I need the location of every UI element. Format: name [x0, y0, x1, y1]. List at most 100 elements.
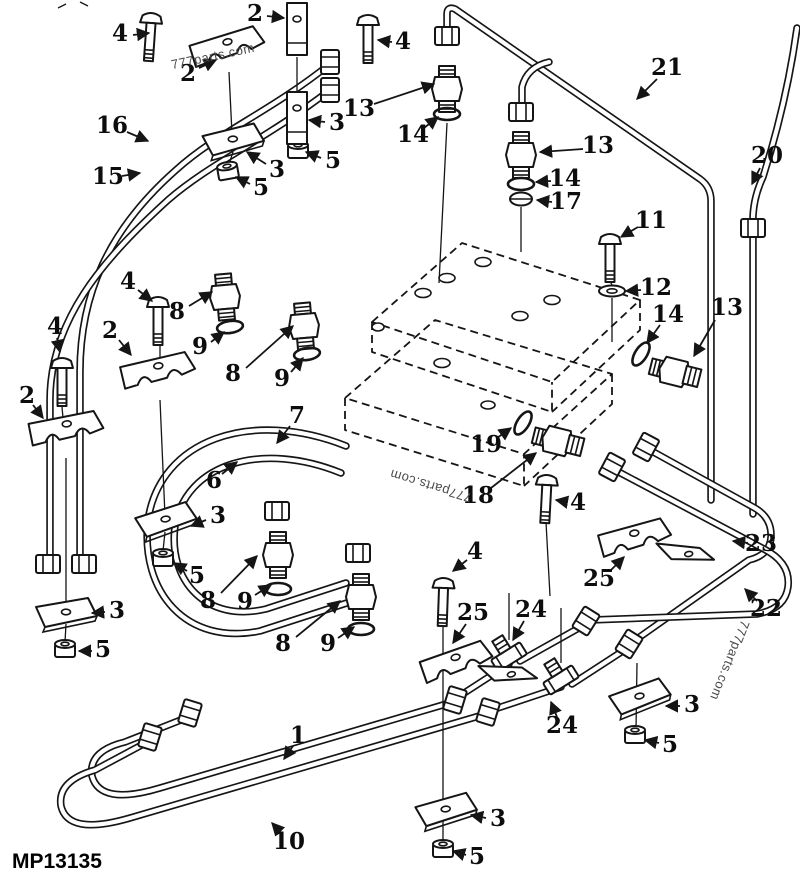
o-ring: [627, 338, 655, 370]
leader-line-5: [451, 848, 467, 862]
callout-19-31: 19: [470, 431, 502, 458]
callout-4-21: 4: [120, 268, 136, 295]
callout-7-29: 7: [289, 402, 305, 429]
tube-nut: [176, 697, 204, 729]
leader-line-5: [172, 562, 188, 576]
leader-line-5: [234, 176, 251, 189]
tube-clamp: [26, 409, 106, 447]
leader-line-14: [534, 174, 552, 188]
leader-line-13: [693, 319, 716, 358]
leader-line-24: [549, 700, 562, 718]
leader-line-2: [198, 59, 218, 72]
tube-nut: [320, 49, 340, 75]
callout-5-52: 5: [469, 843, 485, 870]
bolt: [532, 473, 560, 525]
leader-line-13: [373, 81, 436, 105]
callout-4-34: 4: [467, 538, 483, 565]
callout-9-26: 9: [192, 333, 208, 360]
leader-line-6: [221, 461, 239, 475]
o-ring: [263, 581, 293, 597]
callout-24-39: 24: [515, 596, 547, 623]
leader-line-4: [50, 337, 65, 354]
tee-fitting: [533, 651, 581, 696]
leader-line-9: [210, 331, 226, 345]
bolt: [356, 14, 380, 64]
tube-1: [87, 698, 457, 799]
connector-fitting: [431, 65, 463, 113]
leader-line-3: [90, 605, 106, 619]
callout-5-48: 5: [189, 562, 205, 589]
tube-nut: [35, 554, 61, 574]
watermark-text-2: 777parts.com: [707, 618, 753, 702]
leader-line-24: [512, 620, 525, 642]
tube-nut: [441, 684, 469, 716]
leader-line-4: [451, 558, 468, 572]
callout-13-14: 13: [582, 132, 614, 159]
tubes: [46, 4, 800, 829]
callout-2-24: 2: [19, 382, 35, 409]
leader-line-5: [643, 735, 660, 750]
callout-23-36: 23: [745, 530, 777, 557]
callout-9-42: 9: [237, 588, 253, 615]
callout-2-2: 2: [247, 0, 263, 27]
callout-14-19: 14: [652, 301, 684, 328]
callout-9-44: 9: [320, 630, 336, 657]
tube-nut: [474, 696, 502, 728]
leader-line-23: [731, 535, 749, 550]
leader-line-25: [452, 623, 467, 645]
callout-14-15: 14: [549, 165, 581, 192]
callout-3-51: 3: [490, 805, 506, 832]
block-ports: [371, 256, 561, 410]
callout-12-18: 12: [640, 274, 672, 301]
leader-line-4: [376, 35, 393, 49]
leader-line-2: [266, 9, 286, 24]
callout-8-43: 8: [275, 630, 291, 657]
callout-20-13: 20: [751, 142, 783, 169]
callout-25-38: 25: [457, 599, 489, 626]
leader-line-11: [619, 225, 639, 238]
strap-clip: [286, 2, 308, 56]
tube-20: [749, 24, 800, 518]
tube-segment: [516, 620, 590, 665]
callout-25-35: 25: [583, 565, 615, 592]
leader-line-4: [137, 288, 154, 302]
connector-fitting: [207, 271, 243, 323]
callout-1-45: 1: [290, 722, 306, 749]
leader-line-9: [254, 584, 273, 598]
leader-line-9: [289, 356, 304, 373]
callout-5-11: 5: [253, 174, 269, 201]
watermark-text-1: 777parts.com: [388, 466, 473, 505]
strap-clip: [286, 91, 308, 145]
leader-line-13: [538, 144, 584, 158]
callout-13-20: 13: [711, 294, 743, 321]
connector-fitting: [262, 531, 294, 579]
leader-line-18: [490, 452, 538, 489]
lock-nut: [624, 725, 646, 744]
leader-line-3: [189, 515, 207, 528]
leader-line-5: [304, 150, 322, 163]
plug: [509, 191, 533, 207]
union-fitting: [646, 352, 704, 392]
leader-line-8: [295, 600, 342, 638]
callout-3-10: 3: [269, 156, 285, 183]
callout-3-53: 3: [684, 691, 700, 718]
leader-line-15: [121, 168, 142, 182]
tube-22: [587, 465, 793, 624]
callout-22-37: 22: [750, 595, 782, 622]
clamp-bracket: [417, 628, 539, 706]
tube-10: [56, 710, 490, 829]
tube-nut: [740, 218, 766, 238]
connector-fitting: [345, 573, 377, 621]
callout-21-12: 21: [651, 54, 683, 81]
callout-6-30: 6: [206, 467, 222, 494]
lock-nut: [152, 548, 174, 567]
bolt: [146, 296, 170, 346]
callout-4-33: 4: [570, 489, 586, 516]
leader-line-9: [337, 626, 356, 640]
callout-8-27: 8: [225, 360, 241, 387]
tube-23: [630, 445, 775, 645]
leader-line-4: [554, 495, 570, 509]
callout-11-17: 11: [635, 207, 667, 234]
